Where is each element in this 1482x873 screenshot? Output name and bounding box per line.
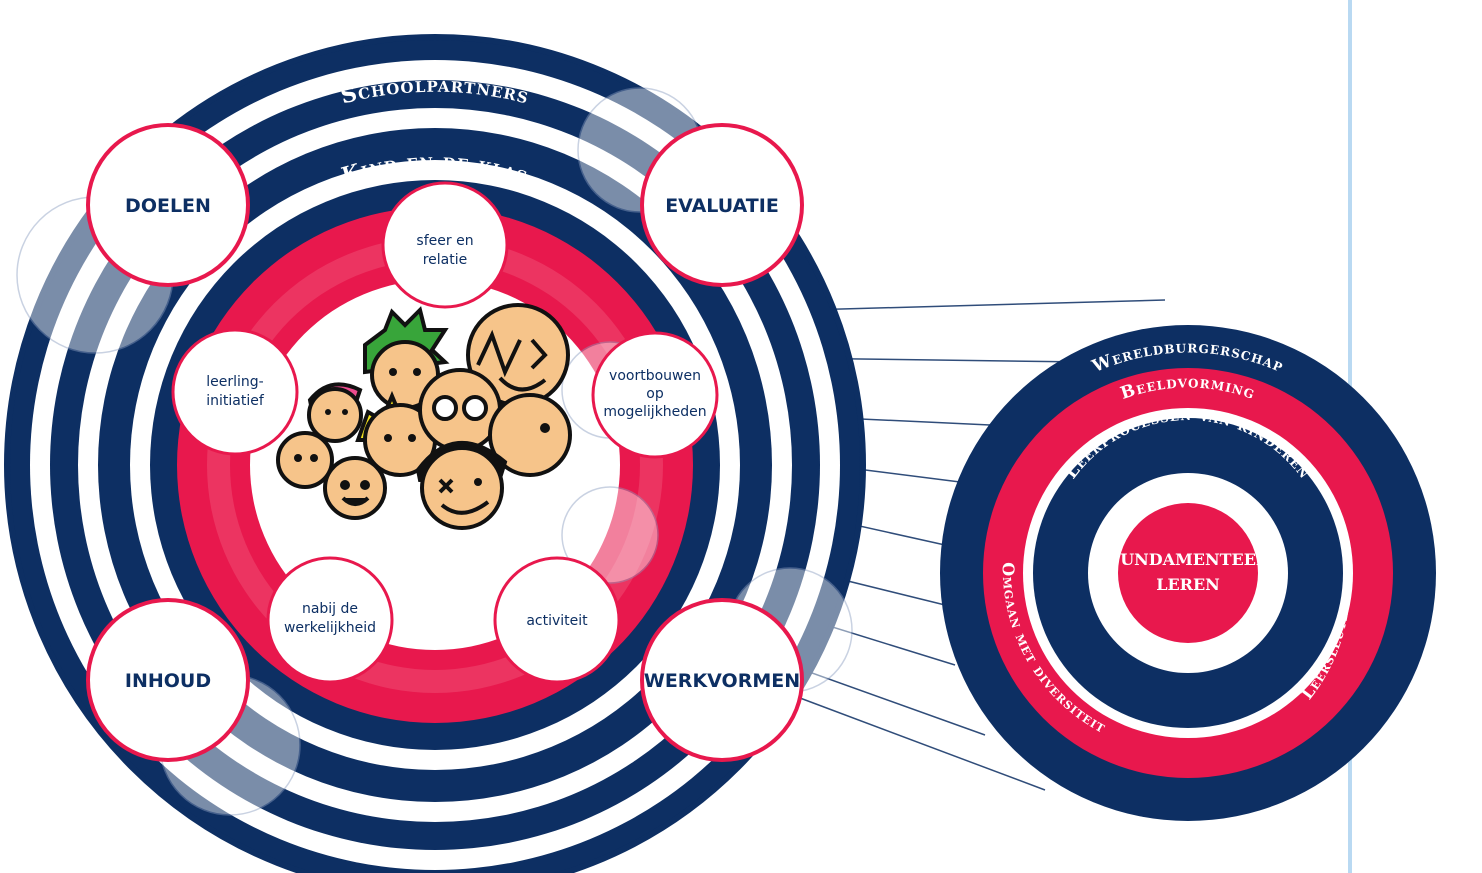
svg-text:initiatief: initiatief (206, 393, 265, 409)
children-faces-illustration (276, 303, 572, 530)
svg-text:DOELEN: DOELEN (125, 195, 211, 217)
node-inhoud: INHOUD (86, 598, 250, 762)
node-sfeer-en-relatie: sfeer en relatie (381, 181, 509, 309)
svg-text:nabij de: nabij de (302, 601, 358, 617)
node-nabij-de-werkelijkheid: nabij de werkelijkheid (266, 556, 394, 684)
svg-text:INHOUD: INHOUD (125, 670, 211, 692)
node-doelen: DOELEN (86, 123, 250, 287)
svg-text:werkelijkheid: werkelijkheid (284, 620, 376, 636)
node-evaluatie: EVALUATIE (640, 123, 804, 287)
core-fundamenteel-leren: FUNDAMENTEEL LEREN (1109, 550, 1267, 594)
node-voortbouwen-op-mogelijkheden: voortbouwen op mogelijkheden (591, 331, 719, 459)
svg-text:op: op (646, 386, 664, 402)
node-werkvormen: WERKVORMEN (640, 598, 804, 762)
svg-text:voortbouwen: voortbouwen (609, 368, 701, 384)
svg-text:EVALUATIE: EVALUATIE (665, 195, 779, 217)
svg-text:LEREN: LEREN (1156, 575, 1220, 594)
svg-text:sfeer en: sfeer en (416, 233, 473, 249)
svg-text:mogelijkheden: mogelijkheden (603, 404, 706, 420)
svg-text:FUNDAMENTEEL: FUNDAMENTEEL (1109, 550, 1267, 569)
svg-text:leerling-: leerling- (206, 374, 263, 390)
svg-text:WERKVORMEN: WERKVORMEN (644, 670, 800, 692)
node-leerling-initiatief: leerling- initiatief (171, 328, 299, 456)
svg-text:activiteit: activiteit (526, 613, 588, 629)
node-activiteit: activiteit (493, 556, 621, 684)
zoom-circle (940, 325, 1436, 821)
svg-text:relatie: relatie (423, 252, 468, 268)
ring-label-samenleving: Samenleving (359, 0, 512, 29)
